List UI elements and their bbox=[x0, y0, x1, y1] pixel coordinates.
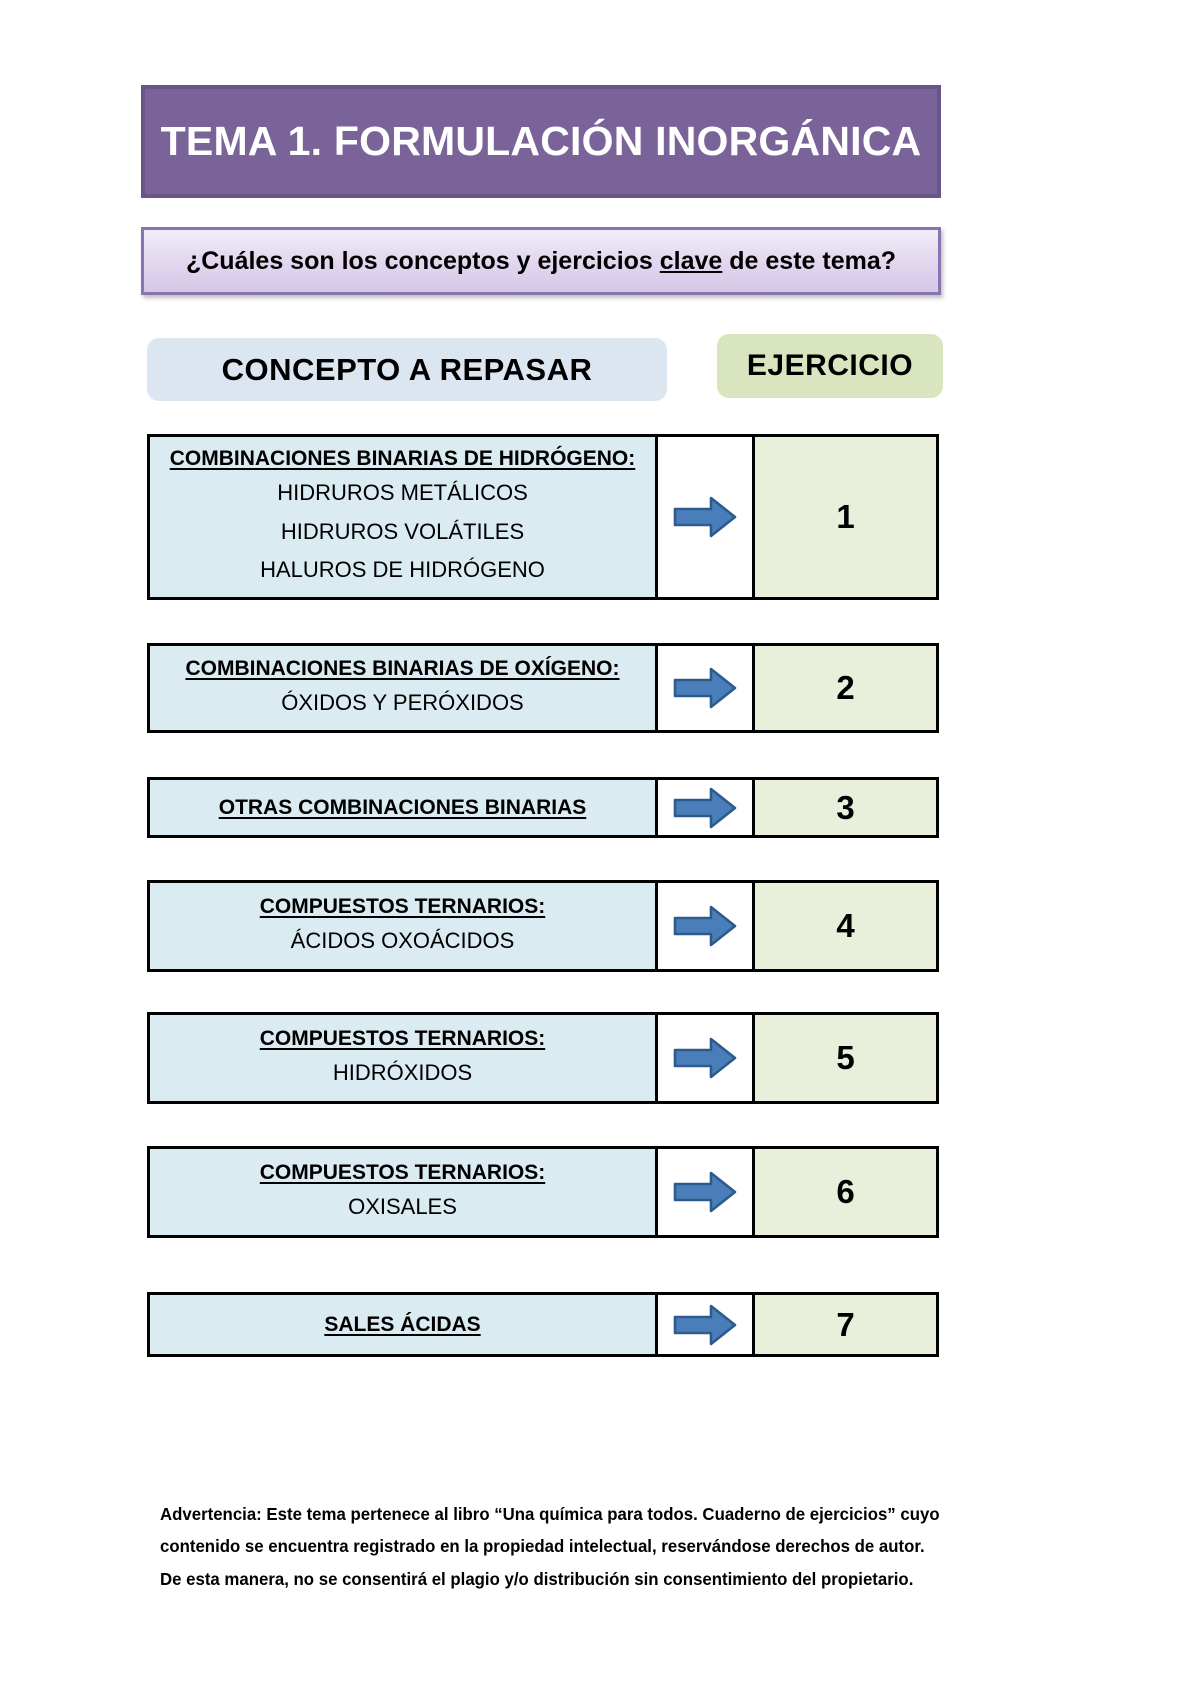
concept-cell: OTRAS COMBINACIONES BINARIAS bbox=[150, 780, 658, 835]
question-keyword: clave bbox=[659, 246, 723, 275]
arrow-cell bbox=[658, 437, 755, 597]
concept-cell: COMBINACIONES BINARIAS DE OXÍGENO: ÓXIDOS… bbox=[150, 646, 658, 730]
header-exercise-label: EJERCICIO bbox=[746, 349, 914, 382]
exercise-number: 4 bbox=[836, 907, 855, 944]
footer-line-2: contenido se encuentra registrado en la … bbox=[160, 1536, 925, 1557]
right-arrow-icon bbox=[673, 666, 737, 710]
concept-title: COMPUESTOS TERNARIOS: bbox=[259, 894, 546, 918]
exercise-number: 5 bbox=[836, 1039, 855, 1076]
exercise-number: 7 bbox=[836, 1305, 855, 1343]
exercise-cell: 4 bbox=[755, 883, 936, 969]
table-row: SALES ÁCIDAS 7 bbox=[147, 1292, 939, 1357]
table-row: COMPUESTOS TERNARIOS: ÁCIDOS OXOÁCIDOS 4 bbox=[147, 880, 939, 972]
right-arrow-icon bbox=[673, 1170, 737, 1214]
header-exercise-column: EJERCICIO bbox=[717, 334, 943, 398]
header-concept-label: CONCEPTO A REPASAR bbox=[221, 351, 593, 387]
right-arrow-icon bbox=[673, 1303, 737, 1347]
concept-subitem: OXISALES bbox=[348, 1193, 457, 1219]
table-row: COMPUESTOS TERNARIOS: OXISALES 6 bbox=[147, 1146, 939, 1238]
exercise-cell: 2 bbox=[755, 646, 936, 730]
concept-subitem: HIDRUROS VOLÁTILES bbox=[280, 518, 525, 544]
arrow-cell bbox=[658, 883, 755, 969]
arrow-cell bbox=[658, 646, 755, 730]
concept-title: COMPUESTOS TERNARIOS: bbox=[259, 1160, 546, 1184]
concept-title: COMBINACIONES BINARIAS DE HIDRÓGENO: bbox=[169, 447, 636, 471]
footer-disclaimer: Advertencia: Este tema pertenece al libr… bbox=[160, 1498, 960, 1595]
concept-title: SALES ÁCIDAS bbox=[324, 1312, 481, 1336]
arrow-cell bbox=[658, 780, 755, 835]
concept-subitem: HIDRÓXIDOS bbox=[332, 1059, 473, 1085]
header-concept-column: CONCEPTO A REPASAR bbox=[147, 338, 667, 401]
exercise-number: 6 bbox=[836, 1173, 855, 1210]
exercise-cell: 5 bbox=[755, 1015, 936, 1101]
footer-line-1: Advertencia: Este tema pertenece al libr… bbox=[160, 1504, 940, 1524]
footer-line-3: De esta manera, no se consentirá el plag… bbox=[160, 1568, 914, 1589]
table-row: COMBINACIONES BINARIAS DE HIDRÓGENO: HIDR… bbox=[147, 434, 939, 600]
exercise-cell: 6 bbox=[755, 1149, 936, 1235]
table-row: OTRAS COMBINACIONES BINARIAS 3 bbox=[147, 777, 939, 838]
arrow-cell bbox=[658, 1015, 755, 1101]
concept-cell: COMPUESTOS TERNARIOS: HIDRÓXIDOS bbox=[150, 1015, 658, 1101]
question-prefix: ¿Cuáles son los conceptos y ejercicios bbox=[185, 246, 660, 275]
arrow-cell bbox=[658, 1295, 755, 1354]
concept-subitem: ÁCIDOS OXOÁCIDOS bbox=[290, 927, 515, 953]
exercise-number: 1 bbox=[836, 498, 855, 535]
exercise-number: 3 bbox=[836, 788, 855, 826]
exercise-number: 2 bbox=[836, 669, 855, 706]
concept-title: OTRAS COMBINACIONES BINARIAS bbox=[218, 795, 587, 819]
concept-cell: COMPUESTOS TERNARIOS: OXISALES bbox=[150, 1149, 658, 1235]
concept-subitem: ÓXIDOS Y PERÓXIDOS bbox=[281, 689, 524, 715]
title-banner: TEMA 1. FORMULACIÓN INORGÁNICA bbox=[141, 85, 941, 198]
concept-cell: COMBINACIONES BINARIAS DE HIDRÓGENO: HIDR… bbox=[150, 437, 658, 597]
right-arrow-icon bbox=[673, 786, 737, 830]
exercise-cell: 1 bbox=[755, 437, 936, 597]
page-title: TEMA 1. FORMULACIÓN INORGÁNICA bbox=[160, 118, 922, 164]
concept-title: COMBINACIONES BINARIAS DE OXÍGENO: bbox=[185, 656, 620, 680]
exercise-cell: 7 bbox=[755, 1295, 936, 1354]
right-arrow-icon bbox=[673, 495, 737, 539]
concept-cell: SALES ÁCIDAS bbox=[150, 1295, 658, 1354]
question-box: ¿Cuáles son los conceptos y ejercicios c… bbox=[141, 227, 941, 295]
question-suffix: de este tema? bbox=[722, 246, 897, 275]
exercise-cell: 3 bbox=[755, 780, 936, 835]
concept-title: COMPUESTOS TERNARIOS: bbox=[259, 1026, 546, 1050]
question-text: ¿Cuáles son los conceptos y ejercicios c… bbox=[186, 247, 896, 276]
table-row: COMPUESTOS TERNARIOS: HIDRÓXIDOS 5 bbox=[147, 1012, 939, 1104]
concept-subitem: HALUROS DE HIDRÓGENO bbox=[260, 557, 545, 583]
arrow-cell bbox=[658, 1149, 755, 1235]
right-arrow-icon bbox=[673, 904, 737, 948]
concept-subitem: HIDRUROS METÁLICOS bbox=[277, 480, 528, 506]
right-arrow-icon bbox=[673, 1036, 737, 1080]
table-row: COMBINACIONES BINARIAS DE OXÍGENO: ÓXIDOS… bbox=[147, 643, 939, 733]
concept-cell: COMPUESTOS TERNARIOS: ÁCIDOS OXOÁCIDOS bbox=[150, 883, 658, 969]
